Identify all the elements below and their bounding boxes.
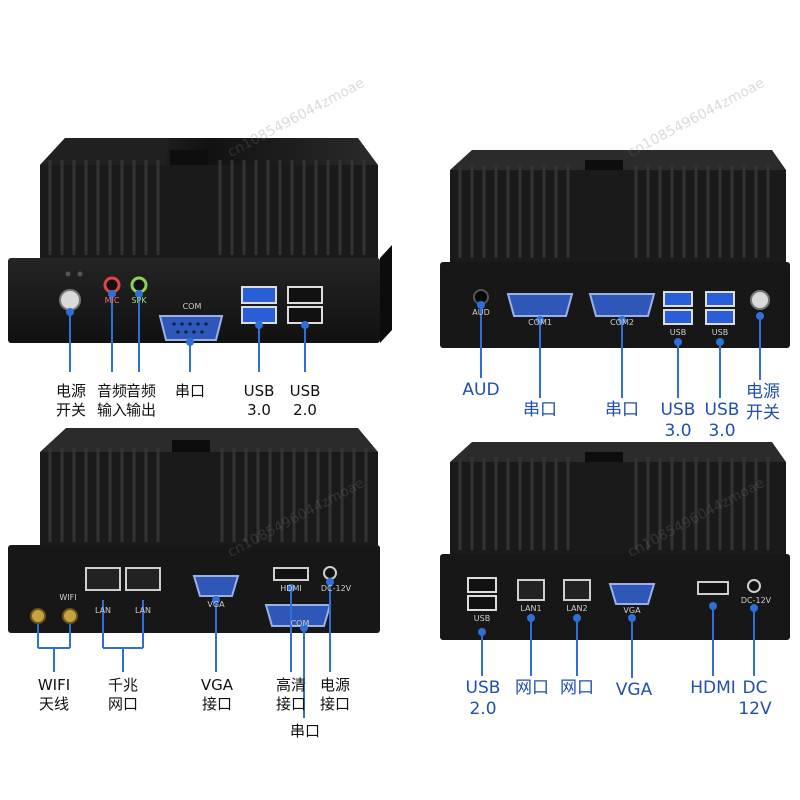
port-text-vga-2: VGA <box>623 606 641 615</box>
com1-port-icon <box>506 293 574 317</box>
heatsink-fins <box>40 138 378 258</box>
usb2-port-icon-2 <box>467 577 497 593</box>
leader-lines-3 <box>37 578 334 718</box>
mini-pc-front-illustration <box>8 138 392 372</box>
mini-pc-front-illustration-2 <box>440 150 790 398</box>
port-text-hdmi: HDMI <box>280 584 302 593</box>
label-hdmi-2: HDMI <box>690 678 736 698</box>
mini-pc-rear-illustration <box>8 428 380 718</box>
lan-port-1-icon <box>85 567 121 591</box>
port-text-com: COM <box>182 302 202 311</box>
dc-jack-icon-2 <box>747 579 761 593</box>
label-serial-port-2: 串口 <box>289 722 320 740</box>
label-power-switch: 电源 开关 <box>55 382 86 419</box>
hdmi-port-icon-2 <box>697 581 729 595</box>
label-serial-1: 串口 <box>523 400 557 420</box>
leader-lines <box>66 290 309 372</box>
port-text-com-2: COM <box>290 619 310 628</box>
port-text-usb-b: USB <box>711 328 729 337</box>
label-audio-output: 音频 输出 <box>125 382 156 419</box>
leader-lines-4 <box>478 602 758 678</box>
label-wifi-antenna: WIFI 天线 <box>37 676 71 713</box>
com-port-icon-2 <box>264 604 332 627</box>
label-vga-2: VGA <box>615 680 653 700</box>
port-text-com2: COM2 <box>610 318 634 327</box>
power-button-icon <box>59 289 81 311</box>
vga-port-icon <box>192 575 240 597</box>
label-lan1: 网口 <box>515 678 549 698</box>
usb3-b-port-icon <box>705 291 735 307</box>
port-text-lan-1: LAN <box>94 606 112 615</box>
port-text-dc-2: DC-12V <box>740 596 772 605</box>
com-port-icon <box>158 315 224 341</box>
lan-port-2-icon <box>125 567 161 591</box>
hdmi-port-icon <box>273 567 309 581</box>
usb2-ports-icon <box>287 286 323 324</box>
port-text-lan2: LAN2 <box>566 604 588 613</box>
dc-jack-icon <box>323 566 337 580</box>
com2-port-icon <box>588 293 656 317</box>
label-power-port: 电源 接口 <box>319 676 350 713</box>
panel-rear-usb-lan: USB LAN1 LAN2 VGA DC-12V USB 2.0 网口 网口 V… <box>400 400 800 800</box>
label-gigabit-lan: 千兆 网口 <box>107 676 138 713</box>
port-text-lan1: LAN1 <box>520 604 542 613</box>
port-text-wifi: WIFI <box>59 593 77 602</box>
port-text-usb: USB <box>473 614 491 623</box>
lan1-port-icon <box>517 579 545 601</box>
mic-jack-icon <box>103 276 121 294</box>
label-usb2: USB 2.0 <box>289 382 321 419</box>
label-usb3-b: USB 3.0 <box>704 400 740 442</box>
spk-jack-icon <box>130 276 148 294</box>
vga-port-icon-2 <box>608 583 656 605</box>
label-audio-input: 音频 输入 <box>96 382 127 419</box>
port-text-usb-a: USB <box>669 328 687 337</box>
label-power-switch-2: 电源 开关 <box>746 382 780 424</box>
port-text-dc: DC-12V <box>320 584 352 593</box>
panel-front-audio-usb: MIC SPK COM 电源 开关 音频 输入 音频 输出 串口 USB 3.0… <box>0 0 400 419</box>
label-dc-12v: DC 12V <box>738 678 772 720</box>
label-aud: AUD <box>462 380 500 400</box>
wifi-antenna-icon <box>30 608 78 624</box>
port-text-aud: AUD <box>472 308 490 317</box>
port-text-com1: COM1 <box>528 318 552 327</box>
panel-front-com-usb: AUD COM1 COM2 USB USB AUD 串口 串口 USB 3.0 … <box>400 0 800 441</box>
port-text-mic: MIC <box>104 296 120 305</box>
panel-rear-lan-vga: WIFI LAN LAN VGA HDMI COM DC-12V WIFI 天线… <box>0 400 400 800</box>
power-button-icon-2 <box>750 290 770 310</box>
label-lan2: 网口 <box>560 678 594 698</box>
mini-pc-rear-illustration-2 <box>440 442 790 678</box>
label-vga-port: VGA 接口 <box>200 676 234 713</box>
label-usb3-a: USB 3.0 <box>660 400 696 442</box>
port-text-vga: VGA <box>207 600 225 609</box>
usb3-a-port-icon <box>663 291 693 307</box>
lan2-port-icon <box>563 579 591 601</box>
label-usb3: USB 3.0 <box>243 382 275 419</box>
leader-lines-2 <box>477 301 764 398</box>
label-serial-port: 串口 <box>174 382 205 400</box>
label-serial-2: 串口 <box>605 400 639 420</box>
port-text-lan-2: LAN <box>134 606 152 615</box>
port-text-spk: SPK <box>131 296 147 305</box>
label-usb2-2: USB 2.0 <box>465 678 501 720</box>
label-hdmi-port: 高清 接口 <box>275 676 306 713</box>
